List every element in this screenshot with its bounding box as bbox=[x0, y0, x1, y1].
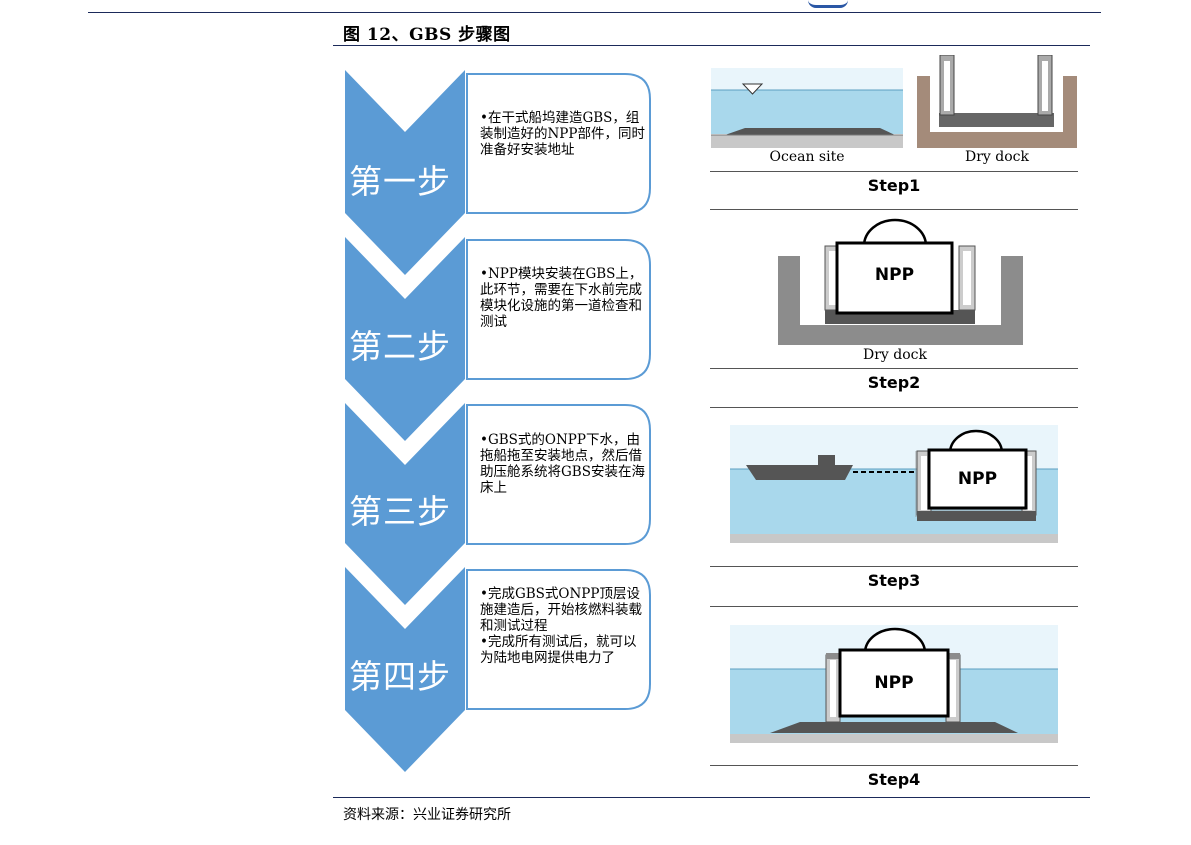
figure-title: 图 12、GBS 步骤图 bbox=[343, 25, 511, 45]
desc-box-step4 bbox=[466, 569, 651, 710]
step2-caption: Step2 bbox=[867, 373, 921, 392]
step1-description: •在干式船坞建造GBS，组装制造好的NPP部件，同时准备好安装地址 bbox=[480, 110, 645, 158]
step1-rule-bottom bbox=[710, 209, 1078, 210]
bottom-rule bbox=[333, 797, 1090, 798]
step3-bullet-1: •GBS式的ONPP下水，由拖船拖至安装地点，然后借助压舱系统将GBS安装在海床… bbox=[480, 432, 645, 496]
desc-box-step3 bbox=[466, 404, 651, 545]
step3-illustration bbox=[730, 425, 1058, 543]
step2-description: •NPP模块安装在GBS上，此环节，需要在下水前完成模块化设施的第一道检查和测试 bbox=[480, 266, 645, 330]
chevron-step4 bbox=[345, 567, 465, 772]
step3-npp-label: NPP bbox=[957, 469, 998, 489]
step-chevrons bbox=[345, 70, 651, 772]
step3-rule-top bbox=[710, 566, 1078, 567]
chevron-step2 bbox=[345, 237, 465, 441]
step-label-1: 第一步 bbox=[349, 162, 451, 201]
step4-bullet-2: •完成所有测试后，就可以为陆地电网提供电力了 bbox=[480, 634, 637, 666]
step3-description: •GBS式的ONPP下水，由拖船拖至安装地点，然后借助压舱系统将GBS安装在海床… bbox=[480, 432, 645, 496]
step1-bullet-1: •在干式船坞建造GBS，组装制造好的NPP部件，同时准备好安装地址 bbox=[480, 110, 645, 158]
step4-rule-top bbox=[710, 765, 1078, 766]
step2-illustration bbox=[778, 218, 1023, 345]
step4-illustration bbox=[730, 625, 1058, 743]
desc-box-step2 bbox=[466, 239, 651, 380]
step2-rule-top bbox=[710, 368, 1078, 369]
step1-rule-top bbox=[710, 171, 1078, 172]
step1-illustration bbox=[711, 55, 1077, 148]
step2-bullet-1: •NPP模块安装在GBS上，此环节，需要在下水前完成模块化设施的第一道检查和测试 bbox=[480, 266, 643, 330]
top-rule bbox=[88, 12, 1101, 13]
step1-dock-label: Dry dock bbox=[965, 149, 1029, 165]
step3-rule-bottom bbox=[710, 606, 1078, 607]
step1-ocean-label: Ocean site bbox=[769, 149, 845, 165]
step4-description: •完成GBS式ONPP顶层设施建造后，开始核燃料装载和测试过程 •完成所有测试后… bbox=[480, 586, 645, 666]
desc-box-step1 bbox=[466, 73, 651, 214]
header-logo-fragment bbox=[808, 0, 848, 8]
step-label-2: 第二步 bbox=[349, 327, 451, 366]
step2-npp-label: NPP bbox=[874, 265, 915, 285]
step4-caption: Step4 bbox=[867, 770, 921, 789]
step3-caption: Step3 bbox=[867, 571, 921, 590]
step2-dock-label: Dry dock bbox=[863, 347, 927, 363]
step1-caption: Step1 bbox=[867, 176, 921, 195]
step-label-4: 第四步 bbox=[349, 657, 451, 696]
chevron-step1 bbox=[345, 70, 465, 275]
source-note: 资料来源：兴业证券研究所 bbox=[343, 807, 511, 823]
chevron-step3 bbox=[345, 403, 465, 605]
step4-bullet-1: •完成GBS式ONPP顶层设施建造后，开始核燃料装载和测试过程 bbox=[480, 586, 642, 634]
step-label-3: 第三步 bbox=[349, 492, 451, 531]
title-rule bbox=[333, 45, 1090, 46]
step4-npp-label: NPP bbox=[874, 673, 914, 693]
step2-rule-bottom bbox=[710, 407, 1078, 408]
